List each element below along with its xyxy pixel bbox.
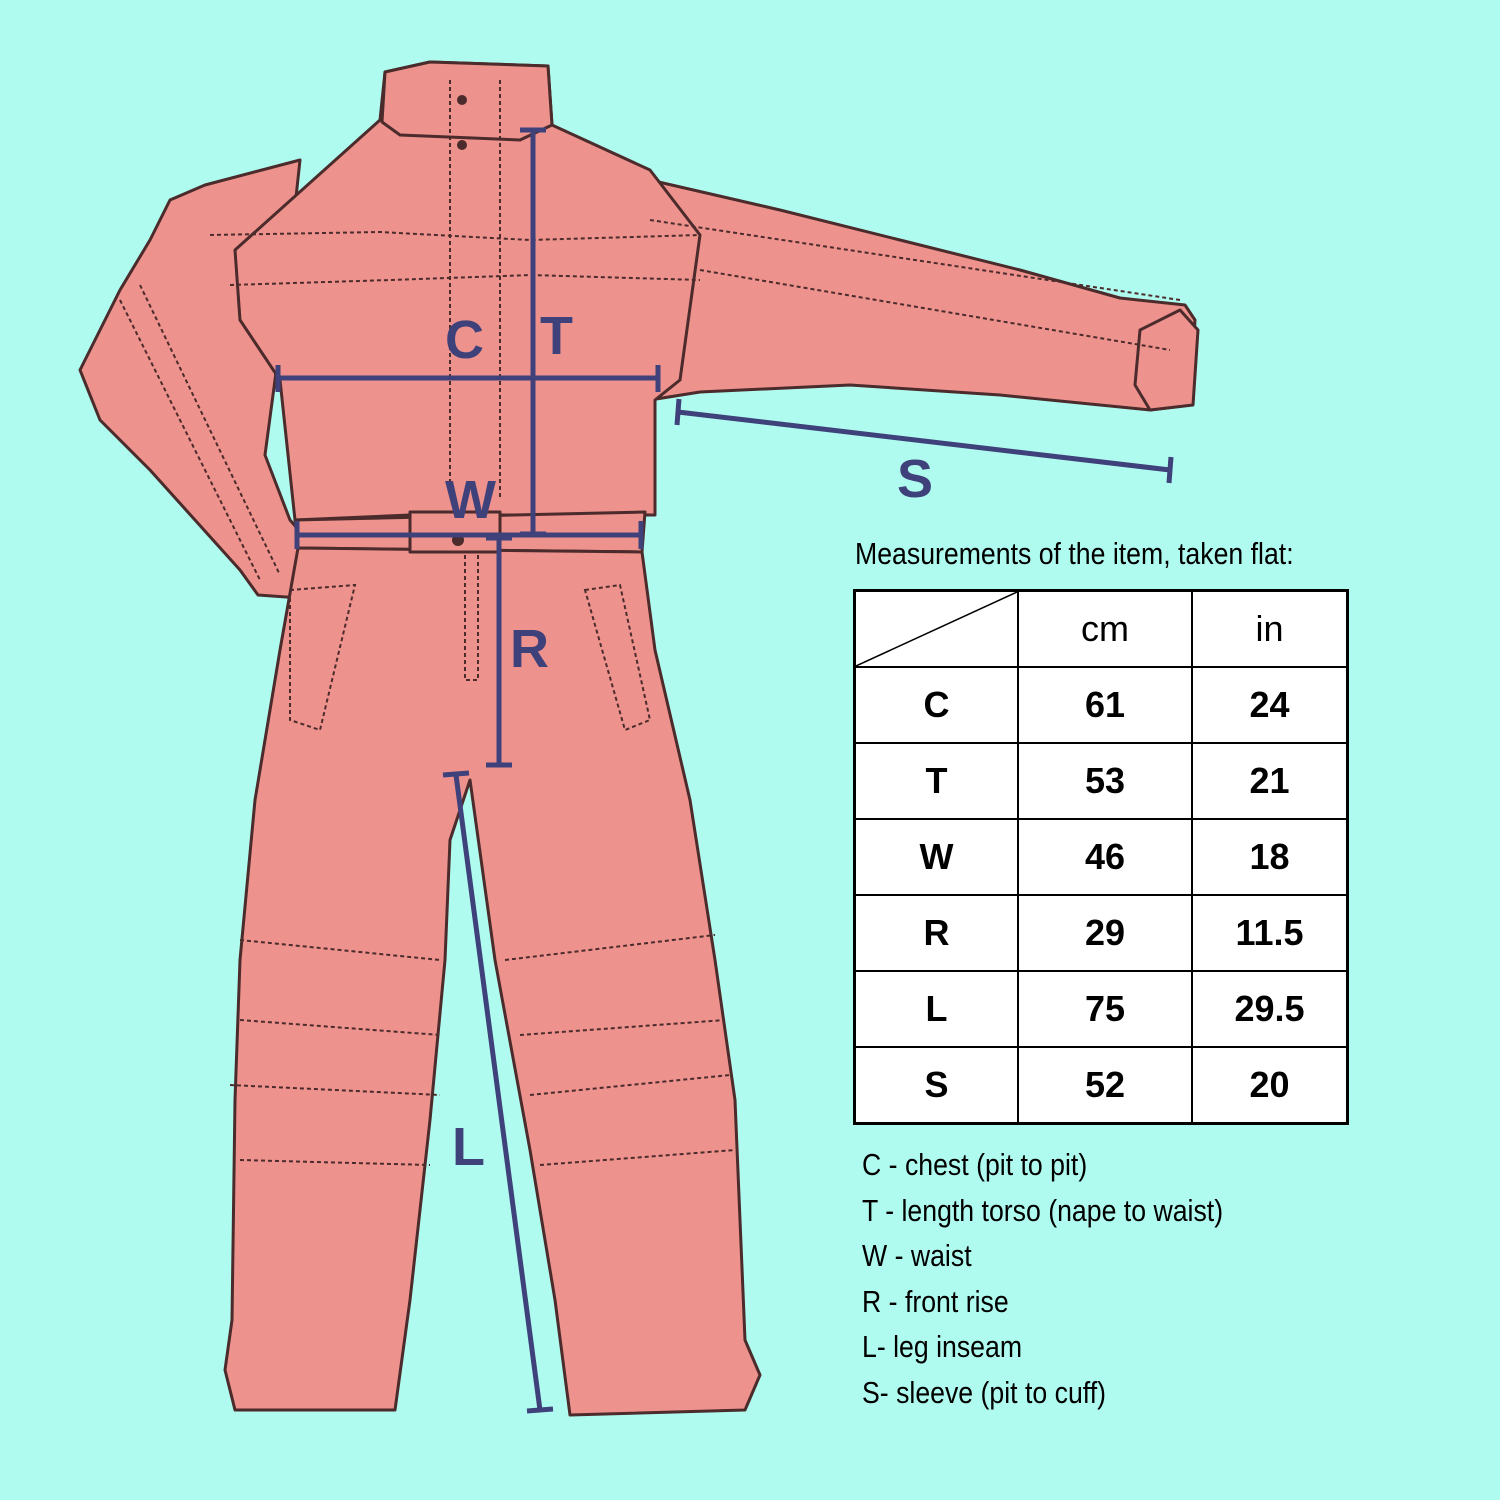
label-rise: R xyxy=(510,619,549,679)
legend-item-inseam: L- leg inseam xyxy=(862,1329,1023,1364)
garment-seam-lines xyxy=(119,80,1181,1166)
header-cm: cm xyxy=(1017,589,1193,668)
row-cm: 53 xyxy=(1017,742,1193,820)
table-row: T 53 21 xyxy=(853,742,1349,820)
label-chest: C xyxy=(445,310,484,370)
row-in: 11.5 xyxy=(1191,894,1349,972)
row-cm: 75 xyxy=(1017,970,1193,1048)
table-row: S 52 20 xyxy=(853,1046,1349,1125)
row-in: 29.5 xyxy=(1191,970,1349,1048)
measure-line-rise xyxy=(486,535,512,768)
legend-item-chest: C - chest (pit to pit) xyxy=(862,1147,1088,1182)
table-title: Measurements of the item, taken flat: xyxy=(855,536,1294,571)
table-row: W 46 18 xyxy=(853,818,1349,896)
label-inseam: L xyxy=(452,1117,485,1177)
row-in: 21 xyxy=(1191,742,1349,820)
table-corner-cell xyxy=(853,589,1019,668)
row-key: R xyxy=(853,894,1019,972)
table-row: L 75 29.5 xyxy=(853,970,1349,1048)
row-key: L xyxy=(853,970,1019,1048)
measurement-legend: C - chest (pit to pit) T - length torso … xyxy=(862,1145,1223,1418)
table-row: R 29 11.5 xyxy=(853,894,1349,972)
row-key: C xyxy=(853,666,1019,744)
row-key: W xyxy=(853,818,1019,896)
row-cm: 29 xyxy=(1017,894,1193,972)
ski-suit-illustration xyxy=(78,60,1200,1417)
measure-line-inseam xyxy=(442,770,554,1414)
measure-line-waist xyxy=(294,521,644,549)
row-cm: 46 xyxy=(1017,818,1193,896)
row-cm: 61 xyxy=(1017,666,1193,744)
measurements-table: cm in C 61 24 T 53 21 W 46 18 R 29 11.5 … xyxy=(853,589,1349,1125)
row-in: 24 xyxy=(1191,666,1349,744)
row-in: 18 xyxy=(1191,818,1349,896)
table-header-row: cm in xyxy=(853,589,1349,668)
header-in: in xyxy=(1191,589,1349,668)
row-key: S xyxy=(853,1046,1019,1125)
legend-item-torso: T - length torso (nape to waist) xyxy=(862,1192,1224,1228)
row-key: T xyxy=(853,742,1019,820)
label-torso: T xyxy=(540,306,573,366)
row-cm: 52 xyxy=(1017,1046,1193,1125)
table-row: C 61 24 xyxy=(853,666,1349,744)
legend-item-sleeve: S- sleeve (pit to cuff) xyxy=(862,1374,1106,1410)
row-in: 20 xyxy=(1191,1046,1349,1125)
label-waist: W xyxy=(445,470,496,530)
legend-item-rise: R - front rise xyxy=(862,1283,1009,1319)
measure-line-sleeve xyxy=(674,398,1174,484)
measure-line-chest xyxy=(275,365,661,392)
label-sleeve: S xyxy=(897,449,934,509)
legend-item-waist: W - waist xyxy=(862,1238,972,1273)
